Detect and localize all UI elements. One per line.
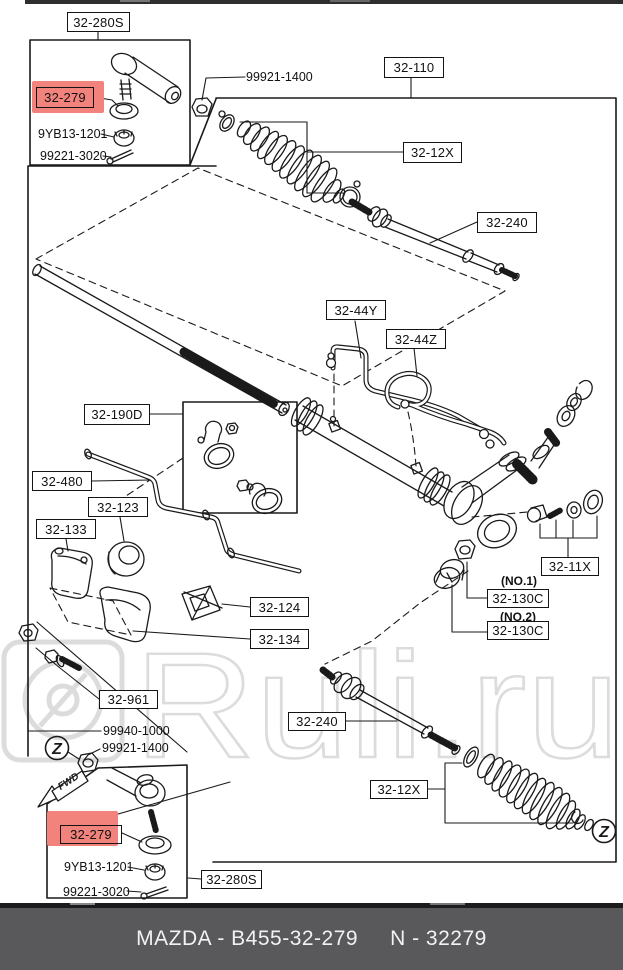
part-label-99921-mid: 99921-1400 [102, 741, 169, 755]
part-label-99221-top: 99221-3020 [40, 149, 107, 163]
part-label-280s-top[interactable]: 32-280S [67, 12, 130, 32]
part-label-279-top[interactable]: 32-279 [36, 87, 94, 108]
diagram-artwork: Ruli.ru [0, 0, 623, 908]
part-label-279-bottom[interactable]: 32-279 [60, 825, 122, 844]
watermark-text: Ruli.ru [134, 621, 620, 789]
part-label-99221-bottom: 99221-3020 [63, 885, 130, 899]
part-label-130c-2[interactable]: 32-130C [487, 621, 549, 640]
pinion-shaft-drawing [512, 379, 593, 485]
inner-tie-rod-bottom-drawing [319, 666, 461, 755]
pipe-44z-drawing [384, 370, 507, 449]
steering-boot-bottom-drawing [463, 746, 594, 832]
footer-catalog-number: N - 32279 [390, 927, 487, 950]
footer-part-code: MAZDA - B455-32-279 [136, 927, 359, 950]
svg-text:Z: Z [51, 741, 63, 758]
inner-tie-rod-top-drawing [348, 198, 520, 282]
boot-clamp-small-top [218, 110, 235, 132]
part-label-133[interactable]: 32-133 [36, 519, 96, 539]
part-label-480[interactable]: 32-480 [32, 471, 92, 491]
rack-bar-drawing [32, 263, 290, 417]
scan-artifact-bottom [0, 903, 623, 908]
footer-bar: MAZDA - B455-32-279 N - 32279 [0, 908, 623, 970]
part-label-130c-1[interactable]: 32-130C [487, 589, 549, 608]
part-label-280s-bottom[interactable]: 32-280S [201, 870, 262, 889]
part-label-12x-bottom[interactable]: 32-12X [370, 780, 428, 799]
scan-artifact-top [25, 0, 623, 4]
bushing-123-drawing [107, 541, 145, 577]
part-label-9yb13-top: 9YB13-1201 [38, 127, 108, 141]
dashed-guides [35, 167, 529, 665]
part-label-11x[interactable]: 32-11X [541, 557, 599, 576]
part-label-44y[interactable]: 32-44Y [326, 300, 386, 320]
part-label-240-bottom[interactable]: 32-240 [288, 712, 346, 731]
link-rod-480-drawing [84, 448, 302, 574]
detail-box-bottom-left [46, 764, 188, 899]
mount-124-drawing [181, 585, 223, 621]
part-label-240-top[interactable]: 32-240 [477, 212, 537, 233]
zone-marker-right: Z [591, 818, 617, 844]
part-label-134[interactable]: 32-134 [250, 629, 309, 649]
part-label-110[interactable]: 32-110 [384, 57, 444, 78]
part-label-124[interactable]: 32-124 [250, 597, 309, 617]
leader-brackets [239, 121, 598, 824]
part-label-no2: (NO.2) [500, 610, 536, 624]
zone-marker-left: Z [44, 735, 70, 761]
detail-box-top-left [29, 39, 191, 166]
pipe-44y-drawing [325, 344, 485, 433]
bolt-nut-961-drawing [18, 623, 82, 671]
part-label-no1: (NO.1) [501, 574, 537, 588]
svg-text:Z: Z [598, 824, 610, 841]
part-label-961[interactable]: 32-961 [99, 690, 158, 709]
bracket-133-drawing [50, 547, 93, 599]
part-label-12x-top[interactable]: 32-12X [403, 142, 462, 163]
detail-box-190d [182, 401, 298, 514]
clamp-kit-190d-drawing [197, 420, 283, 515]
part-label-99921-top: 99921-1400 [246, 70, 313, 84]
part-label-190d[interactable]: 32-190D [84, 404, 150, 425]
part-label-9yb13-bottom: 9YB13-1201 [64, 860, 134, 874]
seal-kit-11x-drawing [526, 489, 604, 523]
highlight-279-top: 32-279 [32, 81, 104, 113]
main-assembly-box [27, 97, 617, 863]
mount-nut-bushing-drawing [433, 539, 476, 590]
steering-housing-drawing [290, 397, 527, 549]
steering-boot-top-drawing [236, 120, 361, 208]
part-label-99940: 99940-1000 [103, 724, 170, 738]
watermark: Ruli.ru [1, 620, 621, 790]
fwd-arrow: FWD [37, 770, 89, 808]
lock-nut-top-drawing [191, 97, 213, 117]
part-label-123[interactable]: 32-123 [88, 497, 148, 517]
tie-rod-end-bottom-drawing [106, 767, 172, 900]
tie-rod-end-top-drawing [106, 52, 182, 165]
highlight-279-bottom: 32-279 [47, 811, 122, 846]
part-label-44z[interactable]: 32-44Z [386, 329, 446, 349]
leader-lines [27, 31, 478, 893]
